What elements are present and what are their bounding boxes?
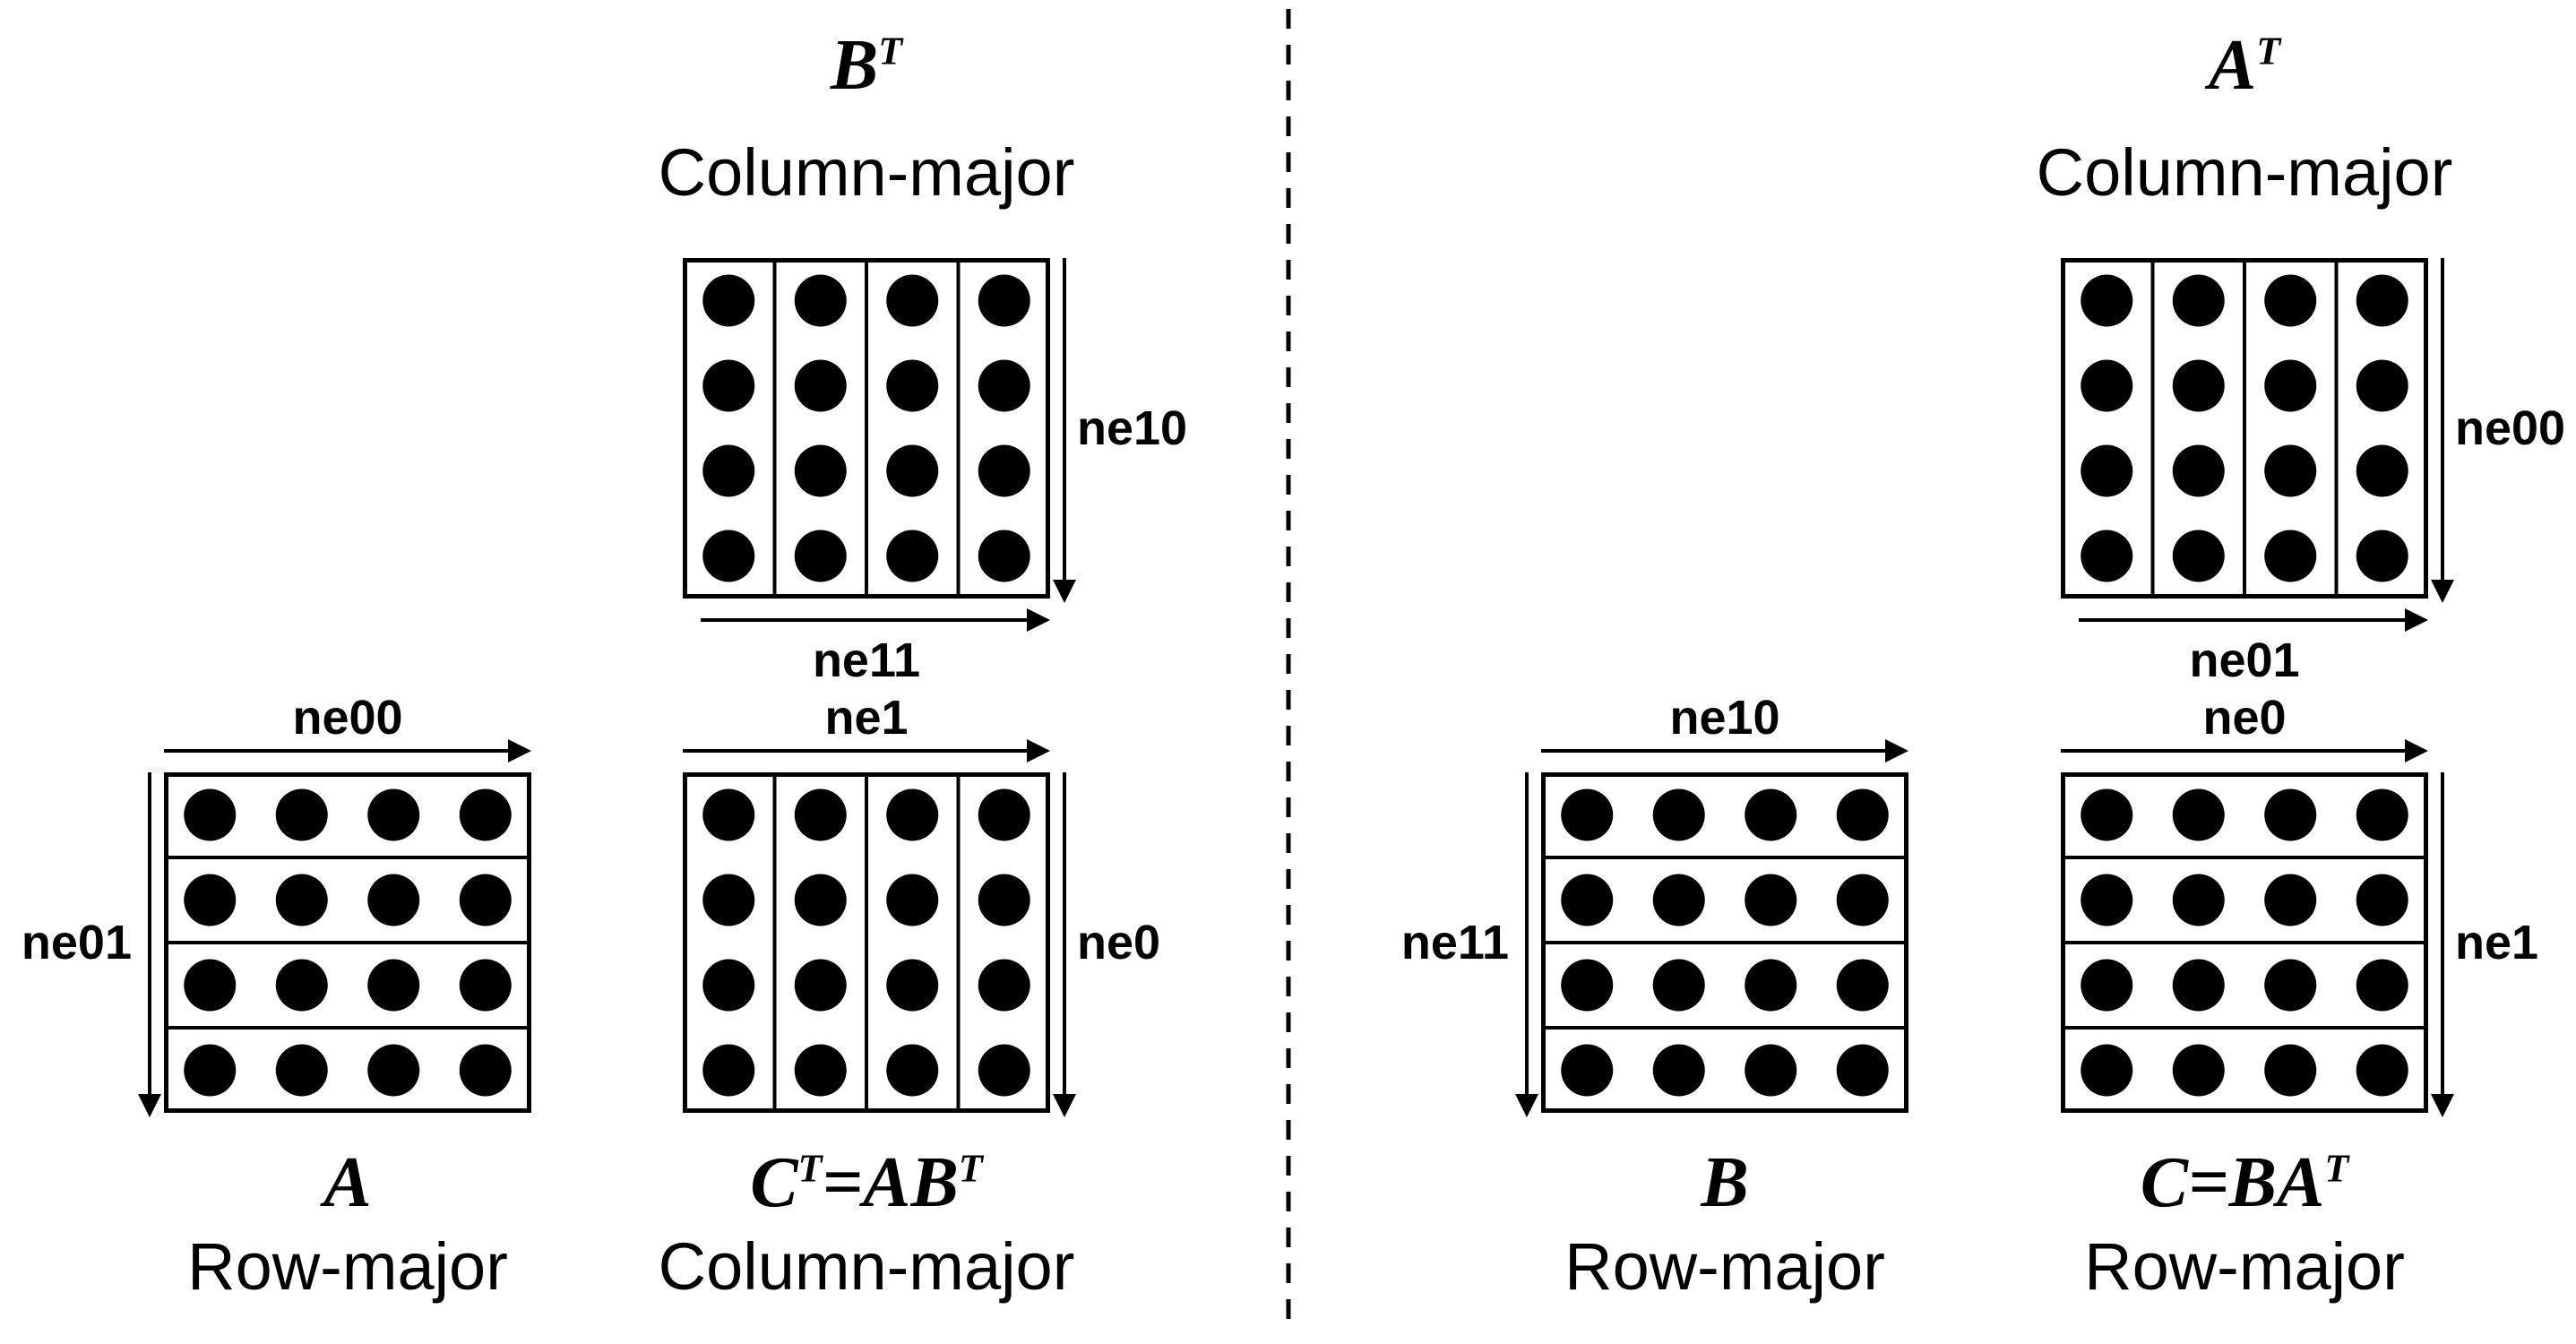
matrix-name-c: C=BAT: [2140, 1143, 2349, 1222]
dim-label-ne11: ne11: [1400, 916, 1509, 969]
arrow-down-icon: [2431, 258, 2454, 603]
matrix-block-c-transpose: ne1 ne0 CT=ABT Column-major: [659, 694, 1160, 1300]
matrix-block-c: ne0 ne1 C=BAT Row-major: [2061, 694, 2538, 1300]
dim-label-ne01: ne01: [2189, 633, 2300, 687]
matrix-name-a: A: [323, 1143, 372, 1222]
dim-label-ne10: ne10: [1669, 691, 1780, 745]
dim-label-ne1: ne1: [2455, 916, 2539, 969]
arrow-down-icon: [1053, 772, 1076, 1117]
layout-label-b-transpose: Column-major: [658, 135, 1075, 210]
matrix-block-b-transpose: BT Column-major ne10 ne11: [659, 30, 1187, 685]
dim-label-ne0: ne0: [2202, 691, 2287, 745]
layout-label-a-transpose: Column-major: [2036, 135, 2453, 210]
arrow-down-icon: [1515, 772, 1538, 1117]
matrix-name-a-transpose: AT: [2208, 26, 2281, 105]
layout-label-c-transpose: Column-major: [658, 1229, 1075, 1304]
dim-label-ne0: ne0: [1077, 916, 1161, 969]
matrix-grid: [164, 772, 531, 1113]
dim-label-ne10: ne10: [1077, 401, 1188, 455]
arrow-down-icon: [1053, 258, 1076, 603]
arrow-right-icon: [164, 739, 531, 762]
matrix-block-a-transpose: AT Column-major ne00 ne01: [2037, 30, 2565, 685]
arrow-right-icon: [2061, 739, 2428, 762]
matrix-grid: [683, 258, 1050, 599]
matrix-block-a: ne00 ne01 A Row-major: [22, 694, 531, 1300]
arrow-right-icon: [701, 608, 1050, 632]
matrix-name-b-transpose: BT: [830, 26, 903, 105]
matrix-grid: [683, 772, 1050, 1113]
matrix-grid: [2061, 258, 2428, 599]
layout-label-a: Row-major: [187, 1229, 508, 1304]
matrix-grid: [1541, 772, 1908, 1113]
dim-label-ne11: ne11: [812, 633, 921, 687]
dim-label-ne00: ne00: [292, 691, 403, 745]
layout-label-c: Row-major: [2084, 1229, 2405, 1304]
arrow-right-icon: [1541, 739, 1908, 762]
dim-label-ne00: ne00: [2455, 401, 2566, 455]
dim-label-ne01: ne01: [21, 916, 132, 969]
matrix-grid: [2061, 772, 2428, 1113]
arrow-down-icon: [138, 772, 161, 1117]
arrow-down-icon: [2431, 772, 2454, 1117]
matrix-name-c-transpose: CT=ABT: [750, 1143, 983, 1222]
matrix-block-b: ne10 ne11 B Row-major: [1401, 694, 1908, 1300]
panel-divider-dashed-line: [1286, 9, 1291, 1335]
arrow-right-icon: [683, 739, 1050, 762]
arrow-right-icon: [2079, 608, 2428, 632]
layout-label-b: Row-major: [1564, 1229, 1885, 1304]
matrix-name-b: B: [1701, 1143, 1749, 1222]
dim-label-ne1: ne1: [824, 691, 909, 745]
